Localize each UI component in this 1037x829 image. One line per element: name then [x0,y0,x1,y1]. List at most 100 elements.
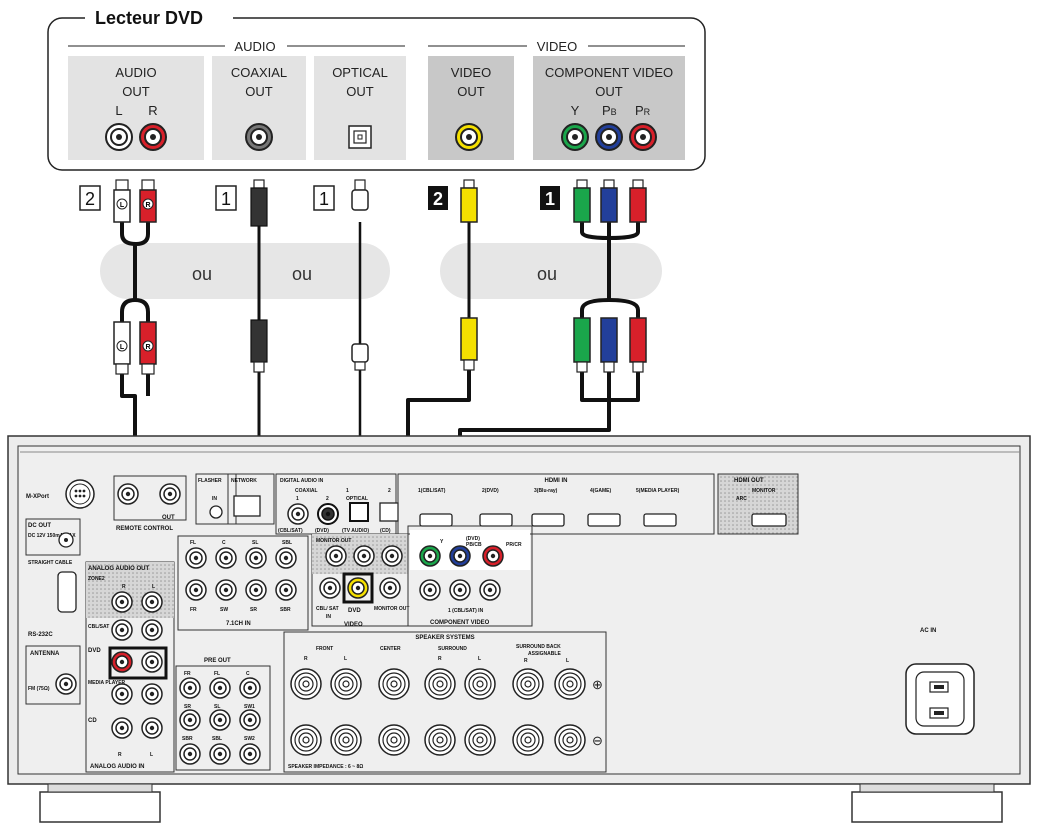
svg-text:(CD): (CD) [380,528,391,534]
svg-text:L: L [566,658,569,664]
svg-text:PRE OUT: PRE OUT [204,658,231,664]
composite-video-plugs [460,179,478,371]
optical-out-panel: OPTICAL OUT [314,56,406,160]
badge-coaxial: 1 [215,185,237,211]
hdmi-out-port[interactable] [751,513,787,527]
cd-l-jack[interactable] [141,717,163,739]
dai-optical2-port[interactable] [379,502,399,522]
svg-text:MONITOR OUT: MONITOR OUT [316,538,351,544]
svg-text:PR: PR [635,103,651,118]
svg-text:L: L [150,752,153,758]
component-plugs-bottom [573,317,647,373]
or-label-1: ou [192,264,212,284]
svg-text:DC 12V 150mA MAX: DC 12V 150mA MAX [28,533,76,539]
svg-text:Y: Y [440,539,444,545]
optical-plugs [351,179,369,371]
video-out-jack[interactable] [455,123,483,151]
svg-text:HDMI OUT: HDMI OUT [734,478,764,484]
video-dvd-in-jack[interactable] [342,572,374,604]
svg-text:(TV AUDIO): (TV AUDIO) [342,528,369,534]
dai-optical1-port[interactable] [349,502,369,522]
hdmi-port-1-label: 1(CBL/SAT) [418,488,446,494]
or-bubble-audio [100,243,390,299]
mxport-connector[interactable] [65,479,95,509]
fm-antenna-jack[interactable] [55,673,77,695]
mp-l-jack[interactable] [141,683,163,705]
zone2-r-jack[interactable] [111,591,133,613]
svg-text:SURROUND BACK: SURROUND BACK [516,644,561,650]
ac-in-socket[interactable] [905,663,975,735]
svg-text:CENTER: CENTER [380,646,401,652]
component-y-jack[interactable] [561,123,589,151]
hdmi-in-4-port[interactable] [587,513,621,527]
rs232c-port[interactable] [57,571,77,613]
svg-text:FRONT: FRONT [316,646,333,652]
zone2-l-jack[interactable] [141,591,163,613]
svg-text:SBR: SBR [182,736,193,742]
svg-text:DVD: DVD [88,648,101,654]
svg-text:1: 1 [296,496,299,502]
svg-text:AUDIO: AUDIO [115,65,156,80]
audio-out-panel: AUDIO OUT L R [68,56,204,160]
svg-text:OPTICAL: OPTICAL [346,496,368,502]
svg-text:DVD: DVD [348,608,361,614]
cv-dvd-pr-jack[interactable] [482,545,504,567]
svg-text:COMPONENT VIDEO: COMPONENT VIDEO [545,65,673,80]
hdmi-in-2-port[interactable] [479,513,513,527]
mp-r-jack[interactable] [111,683,133,705]
component-pb-jack[interactable] [595,123,623,151]
svg-text:2: 2 [326,496,329,502]
svg-text:PR/CR: PR/CR [506,542,522,548]
hdmi-in-1-port[interactable] [419,513,453,527]
svg-text:R: R [122,584,126,590]
svg-text:ANTENNA: ANTENNA [30,651,60,657]
optical-out-jack[interactable] [348,125,372,149]
component-pr-jack[interactable] [629,123,657,151]
svg-text:OUT: OUT [457,84,485,99]
svg-text:(DVD): (DVD) [466,536,480,542]
dai-coax1-jack[interactable] [287,503,309,525]
cd-r-jack[interactable] [111,717,133,739]
hdmi-in-5-port[interactable] [643,513,677,527]
ch71-in-label: 7.1CH IN [226,621,251,627]
dai-coax2-jack[interactable] [317,503,339,525]
network-port[interactable] [233,495,261,517]
svg-text:OUT: OUT [245,84,273,99]
coaxial-out-jack[interactable] [245,123,273,151]
svg-text:SURROUND: SURROUND [438,646,467,652]
svg-text:PB/CB: PB/CB [466,542,482,548]
cv-dvd-y-jack[interactable] [419,545,441,567]
svg-text:SR: SR [184,704,191,710]
svg-text:OUT: OUT [122,84,150,99]
svg-text:OUT: OUT [346,84,374,99]
video-section-label: VIDEO [344,622,363,628]
svg-text:R: R [145,344,150,351]
remote-out-jack[interactable] [159,483,181,505]
audio-out-l-jack[interactable] [105,123,133,151]
svg-text:FM (75Ω): FM (75Ω) [28,686,50,692]
svg-text:RS-232C: RS-232C [28,632,53,638]
analog-audio-plugs-bottom: L R [113,321,157,375]
audio-out-r-jack[interactable] [139,123,167,151]
badge-analog-audio: 2 [79,185,101,211]
dvd-audio-r-jack[interactable] [111,651,133,673]
svg-text:1: 1 [346,488,349,494]
hdmi-port-5-label: 5(MEDIA PLAYER) [636,488,680,494]
or-label-2: ou [292,264,312,284]
cbl-l-jack[interactable] [141,619,163,641]
svg-text:VIDEO: VIDEO [451,65,491,80]
analog-audio-in-label: ANALOG AUDIO IN [90,764,144,770]
svg-text:SBL: SBL [282,540,292,546]
svg-text:STRAIGHT CABLE: STRAIGHT CABLE [28,560,73,566]
svg-text:L: L [152,584,155,590]
svg-text:ASSIGNABLE: ASSIGNABLE [528,651,561,657]
hdmi-port-3-label: 3(Blu-ray) [534,488,558,494]
hdmi-in-3-port[interactable] [531,513,565,527]
cbl-r-jack[interactable] [111,619,133,641]
cv-dvd-pb-jack[interactable] [449,545,471,567]
remote-in-jack[interactable] [117,483,139,505]
svg-text:C: C [246,671,250,677]
flasher-in-jack[interactable] [209,505,223,519]
dvd-audio-l-jack[interactable] [141,651,163,673]
